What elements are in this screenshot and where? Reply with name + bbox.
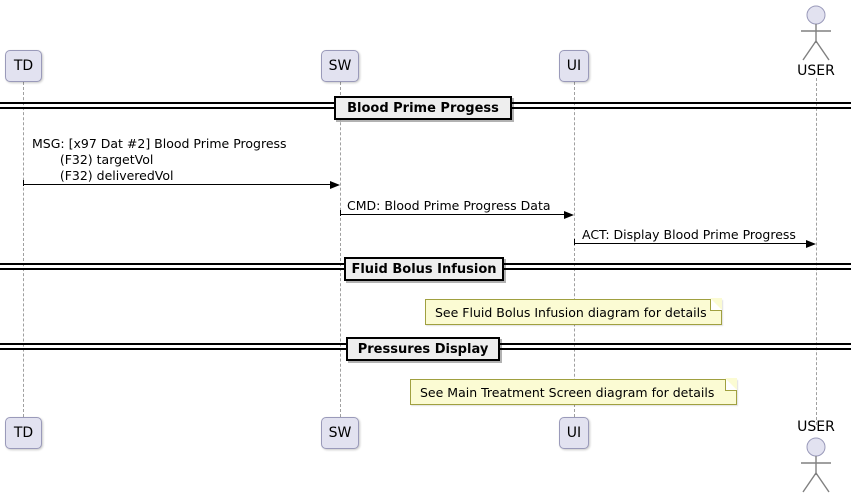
message-3-line [574,239,807,245]
lifeline-user [816,78,817,425]
note-1-text: See Fluid Bolus Infusion diagram for det… [435,304,707,320]
participant-td-bottom[interactable]: TD [5,417,42,449]
message-3-arrowhead [806,240,816,248]
actor-label-user: USER [797,419,835,435]
actor-user [796,5,836,61]
message-2-label: CMD: Blood Prime Progress Data [347,198,551,213]
message-2-arrowhead [564,211,574,219]
note-1: See Fluid Bolus Infusion diagram for det… [425,298,722,325]
divider-2-label: Fluid Bolus Infusion [344,257,504,281]
message-2-source-tick [340,210,341,216]
message-3-source-tick [574,239,575,245]
participant-ui-bottom[interactable]: UI [559,417,589,449]
note-1-fold-corner-icon [710,298,722,311]
lifeline-td [23,82,24,417]
message-3-label: ACT: Display Blood Prime Progress [582,227,796,242]
participant-sw-bottom[interactable]: SW [321,417,359,449]
lifeline-sw [340,82,341,417]
message-1-source-tick [23,180,24,186]
participant-ui-top[interactable]: UI [559,50,589,82]
message-1-arrowhead [330,181,340,189]
message-1-line [23,180,331,186]
note-2-fold-corner-icon [725,378,737,391]
divider-1-label: Blood Prime Progess [334,96,512,120]
message-2-line [340,210,565,216]
message-1-label: MSG: [x97 Dat #2] Blood Prime Progress (… [32,136,287,183]
note-2: See Main Treatment Screen diagram for de… [410,378,737,405]
note-2-text: See Main Treatment Screen diagram for de… [420,384,715,400]
participant-sw-top[interactable]: SW [321,50,359,82]
actor-label-user: USER [797,63,835,79]
divider-3-label: Pressures Display [346,337,500,361]
actor-user [796,437,836,493]
lifeline-ui [574,82,575,417]
participant-td-top[interactable]: TD [5,50,42,82]
